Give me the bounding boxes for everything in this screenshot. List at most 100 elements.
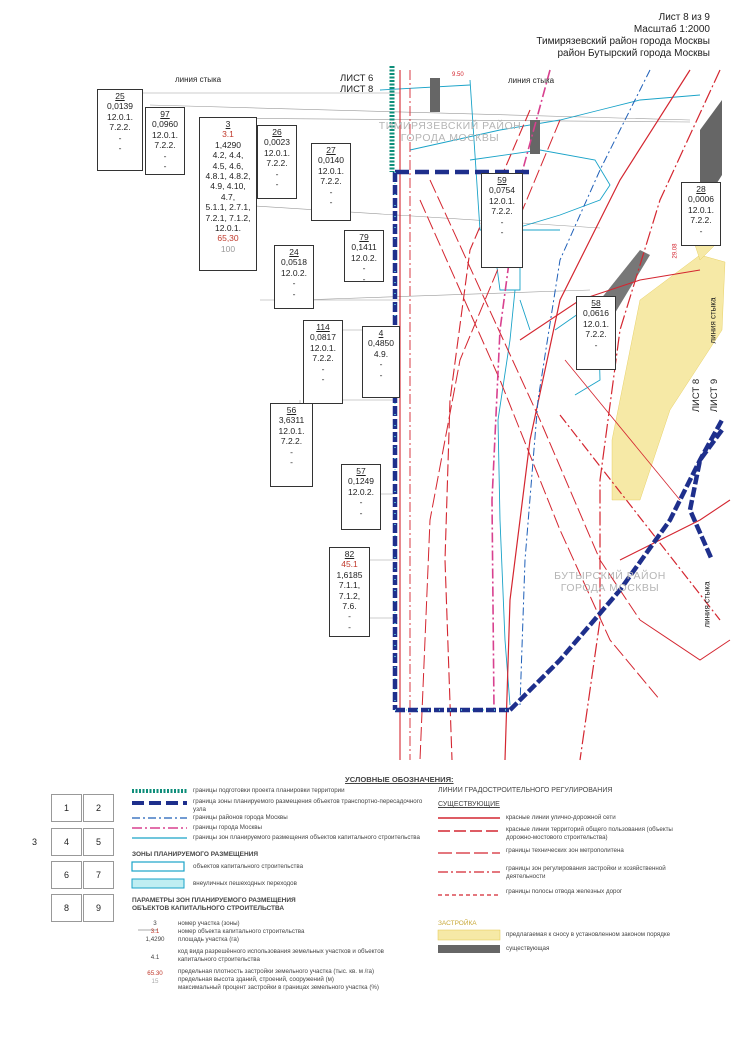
parcel-param: 1,6185 <box>336 569 363 580</box>
city-boundary <box>491 69 551 711</box>
dimension-label: 9.50 <box>452 72 464 78</box>
parcel-param: - <box>275 168 279 179</box>
parcel-param: 12.0.1. <box>152 129 178 140</box>
parcel-param: 0,0006 <box>688 194 714 205</box>
sheet-cell: 4 <box>51 828 82 856</box>
parcel-param: 7.2.2. <box>585 329 607 340</box>
parcel-param: 7.1.1, 7.1.2, <box>338 580 361 601</box>
params-title: ПАРАМЕТРЫ ЗОН ПЛАНИРУЕМОГО РАЗМЕЩЕНИЯ ОБ… <box>132 897 296 912</box>
sheet-cell: 2 <box>83 794 114 822</box>
param-sample: 3 3.1 1,4290 4.1 65.30 15 <box>145 920 165 985</box>
district-title-1: Тимирязевский район города Москвы <box>536 36 710 47</box>
dimension-label: 29.08 <box>672 243 679 259</box>
parcel-param: - <box>379 359 383 370</box>
parcel-param: - <box>359 497 363 508</box>
district-title-2: район Бутырский города Москвы <box>557 48 710 59</box>
regulation-title: ЛИНИИ ГРАДОСТРОИТЕЛЬНОГО РЕГУЛИРОВАНИЯ <box>438 787 613 794</box>
sheet-cell: 6 <box>51 861 82 889</box>
parcel-param: 0,0518 <box>281 257 307 268</box>
sheet-cell: 8 <box>51 894 82 922</box>
parcel-param: 5.1.1, 2.7.1, <box>205 202 251 213</box>
parcel-param: - <box>329 186 333 197</box>
parcel-param: 4.5, 4.6, <box>212 160 244 171</box>
parcel-number: 26 <box>272 127 282 137</box>
parcel-param: 12.0.1. <box>489 195 515 206</box>
parcel-param: - <box>292 288 296 299</box>
parcel-number: 4 <box>378 328 384 338</box>
parcel-param: 7.6. <box>342 601 357 612</box>
build-item: предлагаемая к сносу в установленном зак… <box>506 931 671 938</box>
parcel-param: 65,30 <box>217 233 239 244</box>
parcel-number: 97 <box>160 109 170 119</box>
parcel-param: 12.0.1. <box>318 165 344 176</box>
parcel-param: 45.1 <box>341 559 358 570</box>
parcel-param: - <box>348 621 351 632</box>
sheet-label-bottom: ЛИСТ 8 <box>340 84 374 95</box>
parcel-param: - <box>379 369 383 380</box>
parcel-param: 12.0.1. <box>278 425 305 436</box>
parcel-param: - <box>359 507 363 518</box>
parcel-number: 25 <box>115 91 125 101</box>
parcel-param: 4.2, 4.4, <box>212 150 244 161</box>
sheet-cell: 3 <box>31 837 37 847</box>
sheet-cell: 1 <box>51 794 82 822</box>
parcel-param: - <box>321 363 325 374</box>
parcel-param: 12.0.2. <box>348 486 374 497</box>
zones-title: ЗОНЫ ПЛАНИРУЕМОГО РАЗМЕЩЕНИЯ <box>132 851 259 858</box>
parcel-param: - <box>329 197 333 208</box>
parcel-param: 7.2.2. <box>491 206 513 217</box>
parcel-param: - <box>290 457 293 468</box>
parcel-number: 82 <box>344 549 355 559</box>
parcel-param: - <box>290 446 293 457</box>
params-list: номер участка (зоны) номер объекта капит… <box>178 920 384 991</box>
parcel-param: 12.0.1. <box>264 147 290 158</box>
build-item: существующая <box>506 945 550 952</box>
parcel-number: 79 <box>359 232 369 242</box>
parcel-param: 12.0.1. <box>215 223 241 234</box>
parcel-param: 12.0.1. <box>310 342 336 353</box>
joint-line-label: линия стыка <box>508 76 555 85</box>
legend-swatches <box>131 789 501 953</box>
parcel-param: 12.0.2. <box>351 252 377 263</box>
regulation-items: красные линии улично-дорожной сети красн… <box>506 814 673 895</box>
parcel-param: 0,0960 <box>152 119 178 130</box>
parcel-param: 4.9. <box>373 348 389 359</box>
parcel-number: 114 <box>316 322 330 332</box>
regulation-subtitle: СУЩЕСТВУЮЩИЕ <box>438 801 500 808</box>
legend-title: УСЛОВНЫЕ ОБОЗНАЧЕНИЯ: <box>345 775 454 784</box>
legend-left-items: границы подготовки проекта планировки те… <box>193 787 423 841</box>
parcel-param: - <box>362 273 366 284</box>
parcel-param: 7.2.2. <box>320 176 342 187</box>
parcel-param: 7.2.2. <box>109 122 131 133</box>
parcel-number: 59 <box>497 175 507 185</box>
joint-line-label: линия стыка <box>702 581 712 628</box>
parcel-param: 12.0.1. <box>583 318 609 329</box>
parcel-number: 28 <box>696 184 706 194</box>
parcel-param: 12.0.1. <box>107 111 133 122</box>
joint-line-label: линия стыка <box>708 297 718 344</box>
parcel-param: 0,0023 <box>264 137 290 148</box>
sheet-cell: 9 <box>83 894 114 922</box>
sheet-label-top: ЛИСТ 6 <box>340 73 374 84</box>
sheet-label-right: ЛИСТ 8 <box>691 378 703 413</box>
parcel-param: 12.0.1. <box>688 204 714 215</box>
parcel-param: 0,0139 <box>107 101 133 112</box>
parcel-number: 27 <box>326 145 336 155</box>
buildings-to-demolish <box>611 214 726 501</box>
sheet-label-right: ЛИСТ 9 <box>709 378 721 413</box>
parcel-param: 7.2.2. <box>690 215 712 226</box>
